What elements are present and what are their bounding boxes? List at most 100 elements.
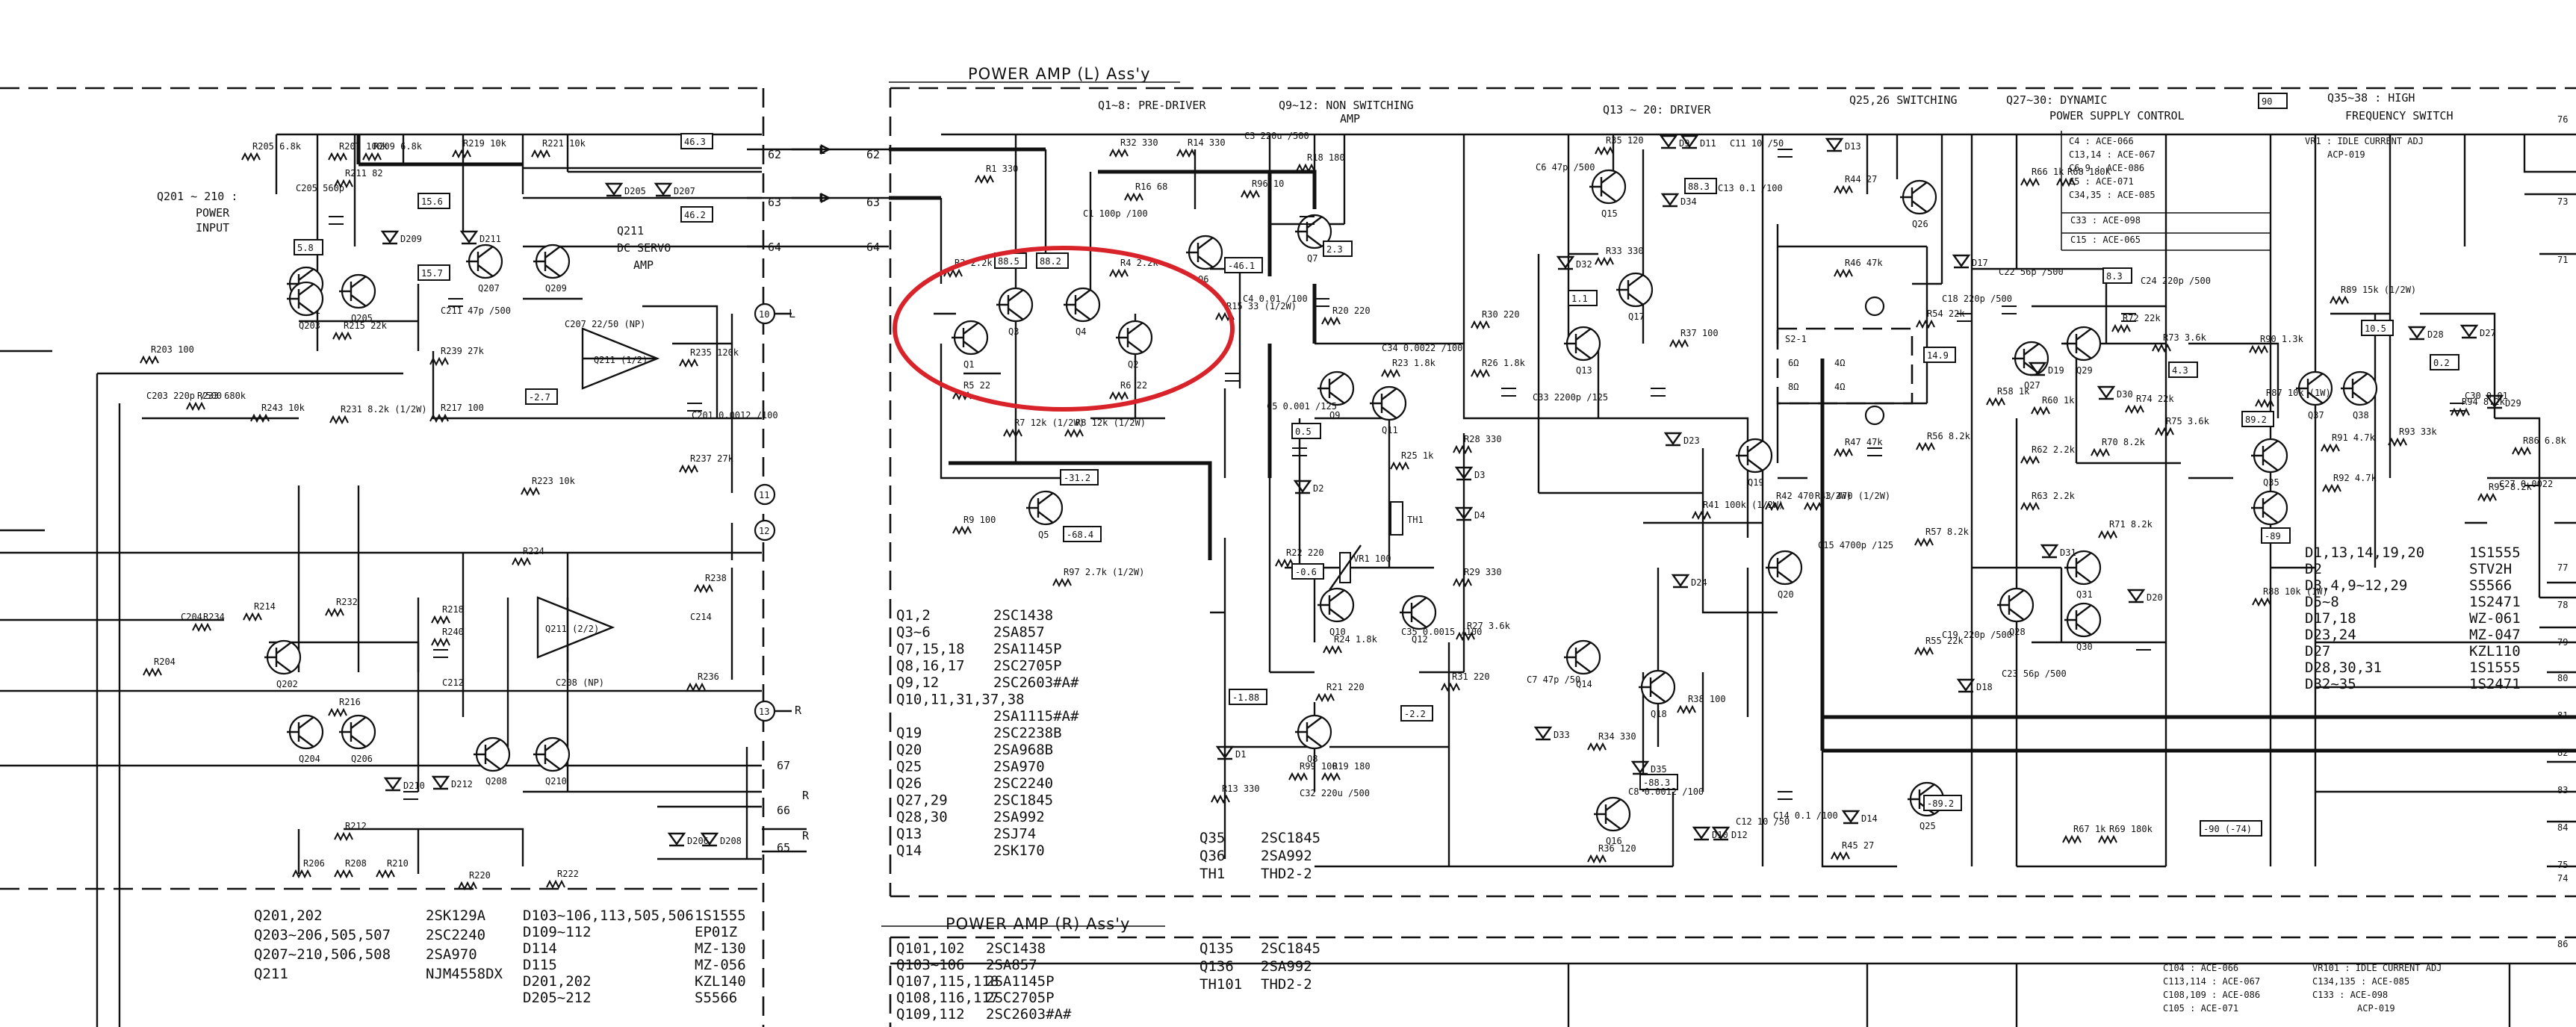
right-terminal: 73 <box>2557 196 2568 207</box>
resistor-label: R36 120 <box>1598 843 1636 854</box>
transistor-label: Q18 <box>1651 709 1667 719</box>
voltage-value: -89 <box>2265 531 2281 542</box>
part-number: 2SC2705P <box>986 990 1055 1006</box>
resistor-label: R207 100k <box>339 141 388 152</box>
diode-d212: D212 <box>431 775 473 790</box>
part-number: S5566 <box>2469 577 2512 594</box>
terminal-63b: 63 <box>866 196 880 209</box>
part-number: 1S1555 <box>2469 544 2521 561</box>
resistor-label: R31 220 <box>1452 671 1490 682</box>
power-amp-l-title: POWER AMP (L) Ass'y <box>968 65 1151 83</box>
transistor-label: Q3 <box>1008 326 1019 337</box>
resistor-r75 <box>2155 426 2174 437</box>
note-c13: C13,14 : ACE-067 <box>2069 149 2156 160</box>
part-number: 2SA992 <box>1261 958 1312 975</box>
resistor-r237 <box>679 464 698 474</box>
note-c6: C6,9 : ACE-086 <box>2069 163 2144 173</box>
resistor-r88 <box>2252 597 2271 607</box>
diode-label: D11 <box>1700 138 1716 149</box>
transistor-q207: Q207 <box>466 243 503 294</box>
transistor-q37: Q37 <box>2296 370 2333 421</box>
diode-d31: D31 <box>2040 544 2076 559</box>
part-ref: D23,24 <box>2305 627 2356 643</box>
diode-label: D210 <box>403 781 425 791</box>
terminal-12: 12 <box>759 526 769 536</box>
voltage-box: -31.2 <box>1060 469 1099 485</box>
transistor-label: Q29 <box>2076 365 2093 376</box>
diode-label: D211 <box>479 234 501 244</box>
diode-label: D20 <box>2147 592 2163 603</box>
r-note-c108: C108,109 : ACE-086 <box>2163 990 2260 1000</box>
transistor-q2: Q2 <box>1116 320 1153 370</box>
capacitor-label-c201: C201 0.0012 /100 <box>692 410 778 421</box>
diode-label: D206 <box>687 836 709 846</box>
resistor-r22 <box>1275 558 1294 568</box>
resistor-r224 <box>512 556 531 567</box>
transistor-q29: Q29 <box>2064 326 2102 376</box>
diode-d19: D19 <box>2028 362 2064 376</box>
op-amp-b: Q211 (2/2) <box>536 596 615 659</box>
resistor-label: R24 1.8k <box>1334 634 1378 645</box>
diode-label: D13 <box>1845 141 1861 152</box>
part-ref: Q207~210,506,508 <box>254 946 391 963</box>
right-terminal: 84 <box>2557 822 2568 833</box>
capacitor-label-c12: C12 10 /50 <box>1736 816 1790 827</box>
part-number: 2SC2240 <box>993 775 1053 792</box>
resistor-label: R216 <box>339 697 361 707</box>
resistor-label: R9 100 <box>963 515 996 525</box>
connector-terminals: 62 63 64 62 63 64 L L 10 11 12 13 67 66 … <box>754 143 880 854</box>
voltage-box: 5.8 <box>294 239 323 255</box>
voltage-value: 88.5 <box>998 256 1019 267</box>
resistor-label: R28 330 <box>1464 434 1502 444</box>
part-number: WZ-061 <box>2469 610 2521 627</box>
transistor-label: Q204 <box>299 754 320 764</box>
diode-label: D31 <box>2060 547 2076 558</box>
transistor-label: Q35 <box>2263 477 2279 488</box>
resistor-label: R44 27 <box>1845 174 1877 184</box>
part-ref: Q28,30 <box>896 809 948 825</box>
part-number: KZL140 <box>695 973 746 990</box>
voltage-box: 88.5 <box>994 252 1027 269</box>
terminal-62: 62 <box>768 148 781 161</box>
diode-d32: D32 <box>1556 255 1592 270</box>
resistor-r72 <box>2111 323 2131 334</box>
diode-label: D1 <box>1235 749 1246 760</box>
resistor-r218 <box>431 615 450 625</box>
part-number: 1S2471 <box>2469 594 2521 610</box>
part-ref: Q109,112 <box>896 1006 965 1023</box>
transistor-q13: Q13 <box>1564 326 1601 376</box>
resistor-r232 <box>325 607 344 618</box>
resistor-label: R91 4.7k <box>2332 432 2376 443</box>
resistor-label: R220 <box>469 870 491 881</box>
capacitor-label-c3: C3 220u /500 <box>1244 131 1309 141</box>
voltage-box: 1.1 <box>1568 290 1598 306</box>
diode-d3: D3 <box>1454 466 1485 481</box>
resistor-label: R34 330 <box>1598 731 1636 742</box>
resistor-r210 <box>376 869 395 879</box>
resistor-label: R75 3.6k <box>2166 416 2210 426</box>
resistor-r240 <box>431 637 450 648</box>
voltage-box: -0.6 <box>1291 563 1324 580</box>
resistor-label: R54 22k <box>1927 308 1965 319</box>
transistor-q35: Q35 <box>2251 438 2288 488</box>
resistor-label: R212 <box>345 821 367 831</box>
diode-label: D18 <box>1976 682 1993 692</box>
vr1-label: VR1 100 <box>1353 553 1391 564</box>
voltage-value: 89.2 <box>2245 415 2267 425</box>
voltage-value: -89.2 <box>1927 798 1954 809</box>
resistor-label: R8 12k (1/2W) <box>1076 418 1146 428</box>
diode-label: D209 <box>400 234 422 244</box>
diode-label: D3 <box>1474 470 1485 480</box>
part-number: THD2-2 <box>1261 976 1312 993</box>
diode-d1: D1 <box>1215 745 1246 760</box>
voltage-value: 8.3 <box>2106 271 2123 282</box>
voltage-value: 14.9 <box>1927 350 1949 361</box>
part-number: 2SC1438 <box>993 607 1053 624</box>
transistor-q14: Q14 <box>1564 639 1601 689</box>
diode-label: D12 <box>1731 830 1748 840</box>
resistor-label: R18 180 <box>1307 152 1345 163</box>
